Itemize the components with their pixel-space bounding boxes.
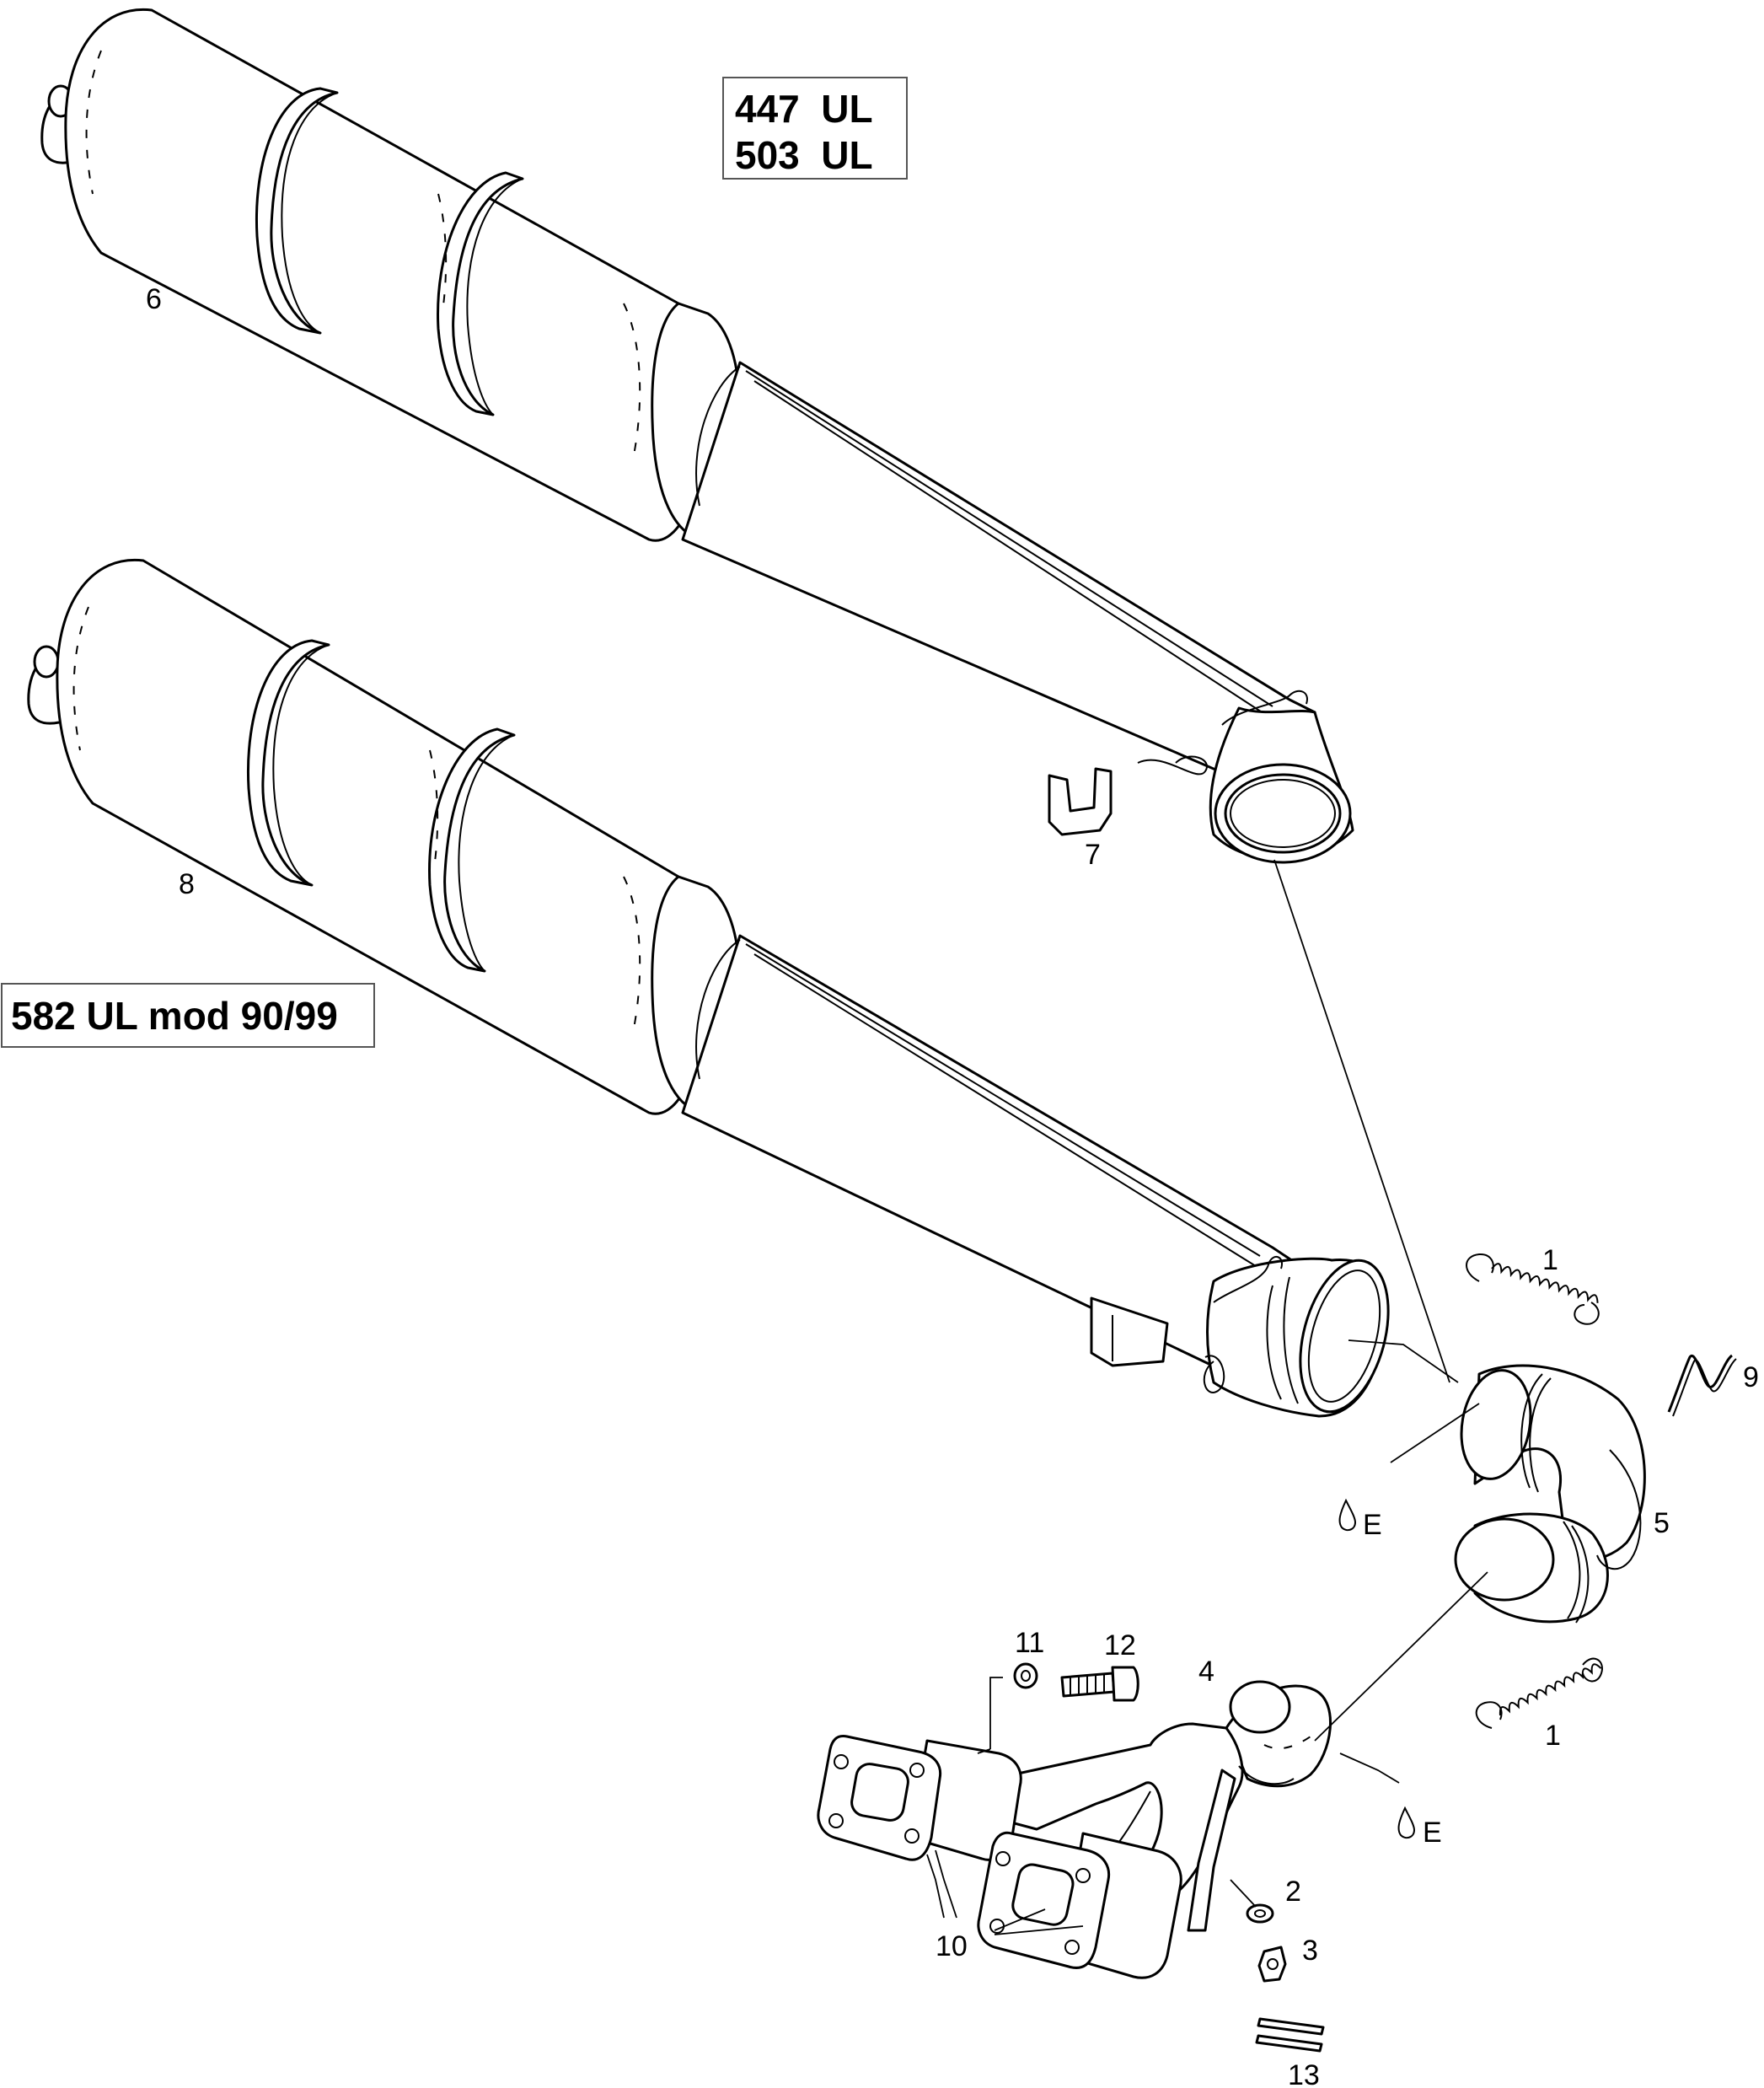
screw-12 — [1060, 1666, 1139, 1702]
callout-4: 4 — [1198, 1656, 1214, 1688]
callout-5: 5 — [1654, 1507, 1670, 1539]
callout-grease-upper: E — [1363, 1509, 1382, 1541]
callout-6: 6 — [146, 283, 162, 315]
spring-1-upper — [1466, 1253, 1600, 1325]
oil-drop-icon — [1397, 1806, 1416, 1839]
spring-strip-13 — [1255, 2017, 1325, 2053]
model-box-447-503: 447 UL 503 UL — [722, 77, 908, 180]
callout-9: 9 — [1743, 1361, 1759, 1393]
model-label-582: 582 UL mod 90/99 — [11, 994, 338, 1038]
exhaust-manifold-4 — [817, 1680, 1332, 1979]
nut-3 — [1257, 1946, 1287, 1983]
washer-2 — [1246, 1903, 1274, 1924]
callout-1-lower: 1 — [1545, 1720, 1561, 1752]
model-box-582: 582 UL mod 90/99 — [1, 983, 375, 1048]
bracket-7 — [1048, 767, 1113, 836]
callout-11: 11 — [1015, 1627, 1044, 1659]
callout-10: 10 — [936, 1930, 968, 1962]
spring-1-lower — [1475, 1657, 1603, 1729]
callout-2: 2 — [1285, 1876, 1301, 1908]
callout-grease-lower: E — [1423, 1817, 1442, 1849]
callout-1-upper: 1 — [1542, 1244, 1558, 1276]
leader-lines — [926, 859, 1488, 1935]
muffler-8 — [27, 558, 1390, 1418]
callout-7: 7 — [1085, 839, 1101, 871]
elbow-pipe-5 — [1454, 1364, 1646, 1624]
callout-8: 8 — [179, 868, 195, 900]
wire-clip-9 — [1667, 1354, 1737, 1417]
callout-12: 12 — [1104, 1629, 1136, 1661]
model-label-503: 503 UL — [735, 133, 873, 177]
oil-drop-icon — [1338, 1498, 1357, 1532]
model-label-447: 447 UL — [735, 87, 873, 131]
lock-washer-11 — [1013, 1662, 1038, 1689]
callout-3: 3 — [1302, 1935, 1318, 1967]
muffler-6 — [40, 8, 1354, 864]
callout-13: 13 — [1288, 2059, 1320, 2088]
